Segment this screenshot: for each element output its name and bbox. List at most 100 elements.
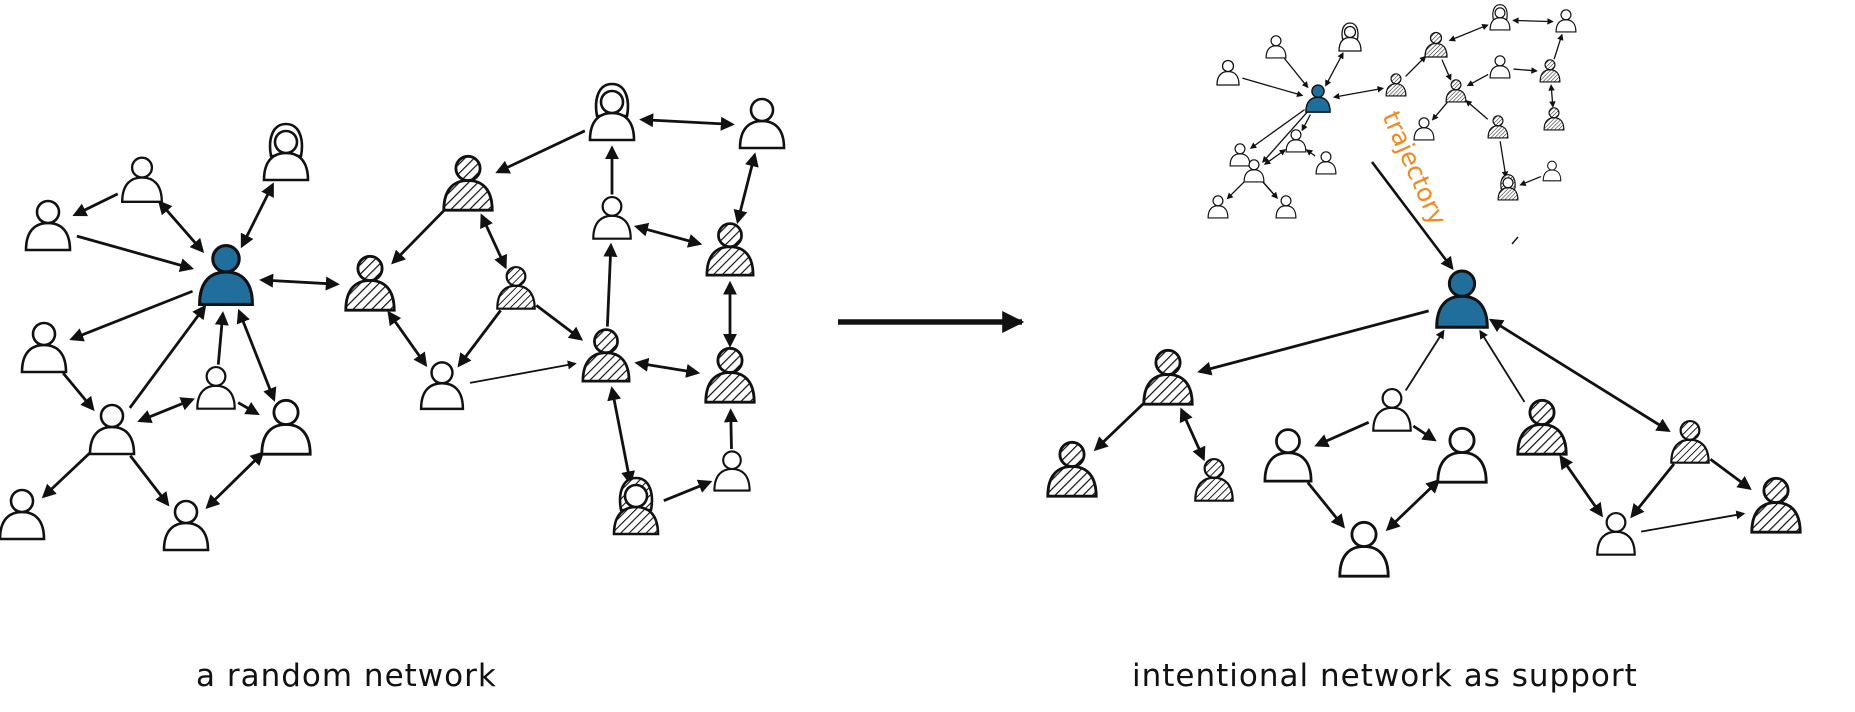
person-hatched-icon: [1750, 476, 1802, 534]
network-edge: [480, 213, 507, 270]
network-edge: [205, 451, 265, 509]
network-edge: [1314, 421, 1370, 448]
network-edge: [1385, 478, 1441, 532]
network-edge: [1488, 318, 1671, 432]
network-edge: [62, 372, 95, 412]
network-edge: [69, 289, 194, 342]
person-icon: [1229, 143, 1251, 167]
network-edge: [1405, 55, 1427, 77]
person-focus-icon: [1305, 84, 1331, 113]
network-edge: [1448, 24, 1489, 42]
network-edge: [41, 451, 92, 499]
person-icon: [1263, 428, 1313, 483]
person-icon: [20, 321, 68, 374]
person-icon: [1596, 511, 1636, 556]
network-edge: [1263, 149, 1287, 165]
person-icon: [1489, 55, 1511, 79]
person-hatched-icon: [581, 328, 631, 383]
network-edge: [1513, 67, 1538, 74]
person-icon: [1555, 9, 1577, 33]
network-edge: [214, 311, 229, 365]
person-hatched-icon: [442, 154, 494, 212]
network-edge: [1305, 149, 1316, 157]
network-edge: [1559, 454, 1604, 518]
network-edge: [1499, 141, 1509, 178]
caption-random-network: a random network: [196, 658, 497, 694]
person-icon: [713, 450, 751, 492]
network-edge: [603, 242, 618, 327]
network-edge: [391, 208, 446, 265]
person-icon: [1542, 160, 1562, 182]
network-edge: [240, 182, 274, 249]
network-edge: [129, 454, 170, 507]
caption-intentional-network: intentional network as support: [1132, 658, 1638, 694]
network-edge: [1479, 329, 1526, 403]
person-hatched-icon: [1142, 348, 1194, 406]
person-hatched-icon: [704, 346, 756, 404]
network-people: [0, 4, 1802, 578]
network-edge: [1197, 309, 1430, 376]
person-hatched-icon: [1046, 440, 1098, 498]
network-edge: [1640, 510, 1746, 533]
person-hatched-icon: [496, 265, 536, 310]
network-edge: [633, 222, 703, 248]
network-edge: [1226, 181, 1245, 200]
person-icon: [24, 199, 72, 252]
person-long-hair-icon: [1338, 22, 1362, 52]
network-edge: [1431, 101, 1448, 121]
person-icon: [1207, 195, 1229, 219]
network-edge: [137, 397, 195, 424]
network-edge: [236, 308, 277, 402]
person-long-hair-icon: [1489, 4, 1511, 31]
network-edge: [663, 479, 713, 503]
network-edge: [733, 152, 759, 225]
person-icon: [1315, 151, 1337, 175]
network-edge: [157, 200, 205, 254]
network-edge: [1332, 86, 1384, 100]
person-hatched-icon: [1516, 398, 1568, 456]
person-icon: [1216, 59, 1240, 86]
person-hatched-icon: [1539, 59, 1561, 83]
network-edge: [1306, 481, 1346, 529]
network-edge: [1301, 114, 1311, 132]
person-long-hair-icon: [1497, 174, 1519, 201]
network-edge: [237, 401, 260, 416]
person-icon: [1372, 387, 1412, 432]
person-hatched-icon: [1543, 107, 1565, 131]
network-edge: [634, 357, 701, 378]
network-edge: [469, 360, 577, 384]
person-icon: [1413, 117, 1435, 141]
person-hatched-icon: [1385, 73, 1407, 97]
person-icon: [419, 361, 465, 411]
person-icon: [162, 499, 210, 552]
trajectory-label: trajectory: [1377, 107, 1453, 230]
person-icon: [1275, 195, 1297, 219]
network-edge: [1548, 84, 1556, 108]
network-edge: [639, 113, 735, 131]
network-edge: [1325, 52, 1344, 87]
network-edge: [1709, 458, 1752, 490]
network-edge: [1465, 99, 1489, 120]
network-edge: [387, 310, 428, 368]
person-focus-icon: [198, 244, 254, 306]
network-edge: [1630, 462, 1676, 519]
network-edge: [259, 273, 340, 291]
person-hatched-icon: [344, 254, 396, 312]
person-focus-icon: [1435, 269, 1489, 329]
network-edge: [535, 304, 584, 341]
person-long-hair-icon: [612, 476, 660, 536]
person-icon: [1243, 159, 1265, 183]
network-edge: [1404, 329, 1445, 391]
network-edge: [1412, 424, 1437, 442]
network-edge: [1519, 175, 1542, 186]
network-edge: [1441, 59, 1452, 81]
trajectory-arrow: [1370, 161, 1454, 271]
person-long-hair-icon: [262, 122, 310, 182]
network-edges: [41, 17, 1752, 533]
network-edge: [1242, 77, 1304, 98]
person-icon: [260, 398, 312, 456]
network-edge: [1512, 17, 1554, 25]
person-hatched-icon: [1194, 457, 1234, 502]
person-icon: [121, 156, 163, 203]
